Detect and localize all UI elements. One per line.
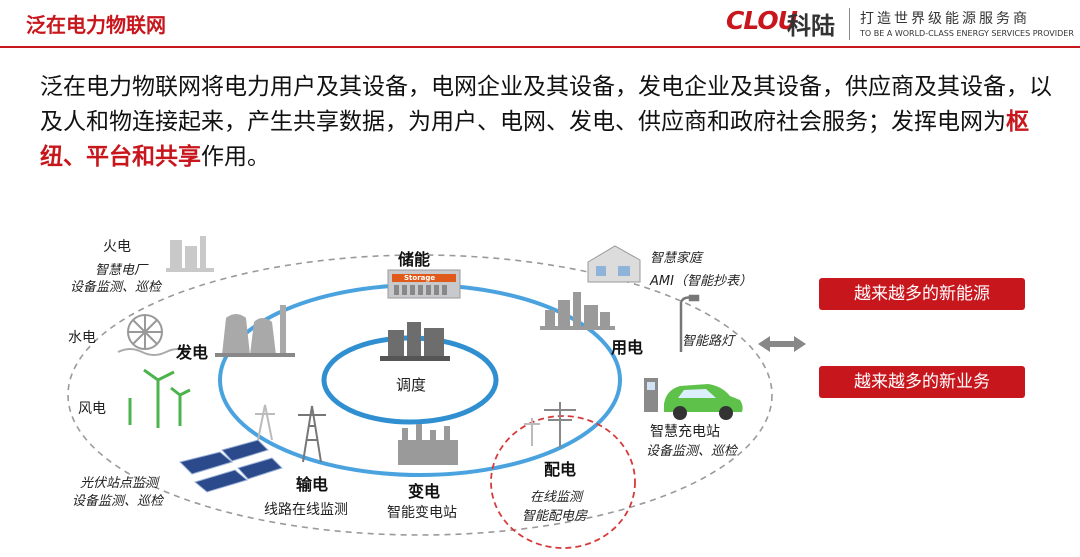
- distribution-highlight-circle: [490, 415, 636, 549]
- header: 泛在电力物联网 CLOU 科陆 打造世界级能源服务商 TO BE A WORLD…: [0, 0, 1080, 50]
- storage-label: 储能: [398, 250, 431, 269]
- slogan-chinese: 打造世界级能源服务商: [860, 11, 1030, 27]
- outer-dashed-ring: [67, 254, 773, 536]
- electric-car-icon: [664, 384, 743, 420]
- power-plant-icon: [215, 305, 295, 357]
- thermal-power-label: 火电: [103, 239, 131, 255]
- storage-container-text: Storage: [404, 274, 436, 282]
- company-logo-mark: CLOU: [726, 6, 798, 35]
- intro-paragraph: 泛在电力物联网将电力用户及其设备，电网企业及其设备，发电企业及其设备，供应商及其…: [40, 70, 1060, 175]
- solar-inspection-label: 设备监测、巡检: [72, 494, 164, 509]
- smart-home-icon: [587, 245, 641, 283]
- solar-monitoring-label: 光伏站点监测: [80, 476, 159, 491]
- new-energy-badge: 越来越多的新能源: [819, 278, 1025, 310]
- solar-panel-icon: [179, 439, 283, 493]
- city-skyline-icon: [540, 292, 615, 330]
- intro-text: 泛在电力物联网将电力用户及其设备，电网企业及其设备，发电企业及其设备，供应商及其…: [40, 74, 1052, 135]
- dispatch-label: 调度: [396, 376, 427, 394]
- street-light-icon: [679, 294, 700, 352]
- smart-charging-label: 智慧充电站: [650, 424, 720, 440]
- new-business-badge: 越来越多的新业务: [819, 366, 1025, 398]
- hydro-turbine-icon: [117, 314, 191, 356]
- charging-station-icon: [644, 378, 658, 412]
- online-monitoring-label: 在线监测: [530, 490, 583, 505]
- smart-plant-label: 智慧电厂: [95, 263, 148, 278]
- wind-turbine-icon: [128, 368, 191, 428]
- distribution-label: 配电: [544, 460, 577, 479]
- double-arrow-icon: [758, 336, 806, 352]
- transmission-label: 输电: [296, 475, 329, 494]
- thermal-monitoring-label: 设备监测、巡检: [70, 280, 162, 295]
- hydro-power-label: 水电: [68, 330, 96, 346]
- page-title: 泛在电力物联网: [26, 13, 166, 37]
- distribution-pole-icon: [524, 402, 576, 448]
- intro-highlight: 枢纽、平台和共享: [40, 109, 1029, 170]
- ami-label: AMI（智能抄表）: [650, 274, 752, 289]
- generation-label: 发电: [176, 343, 209, 362]
- storage-container-icon: [387, 269, 461, 299]
- intro-text-end: 作用。: [201, 144, 270, 170]
- company-logo-name: 科陆: [787, 12, 835, 40]
- smart-streetlight-label: 智能路灯: [682, 334, 735, 349]
- transmission-tower-icon: [255, 404, 326, 463]
- thermal-plant-icon: [166, 236, 214, 272]
- header-divider: [0, 46, 1080, 48]
- smart-distribution-room-label: 智能配电房: [522, 509, 588, 524]
- line-monitoring-label: 线路在线监测: [264, 502, 348, 518]
- charging-inspection-label: 设备监测、巡检: [646, 444, 738, 459]
- substation-label: 变电: [408, 482, 441, 501]
- consumption-label: 用电: [611, 338, 644, 357]
- smart-home-label: 智慧家庭: [650, 251, 703, 266]
- substation-icon: [398, 424, 458, 465]
- wind-power-label: 风电: [78, 401, 106, 417]
- smart-substation-label: 智能变电站: [387, 505, 457, 521]
- slogan-english: TO BE A WORLD-CLASS ENERGY SERVICES PROV…: [860, 29, 1074, 38]
- dispatch-building-icon: [380, 322, 450, 361]
- logo-divider: [849, 8, 850, 40]
